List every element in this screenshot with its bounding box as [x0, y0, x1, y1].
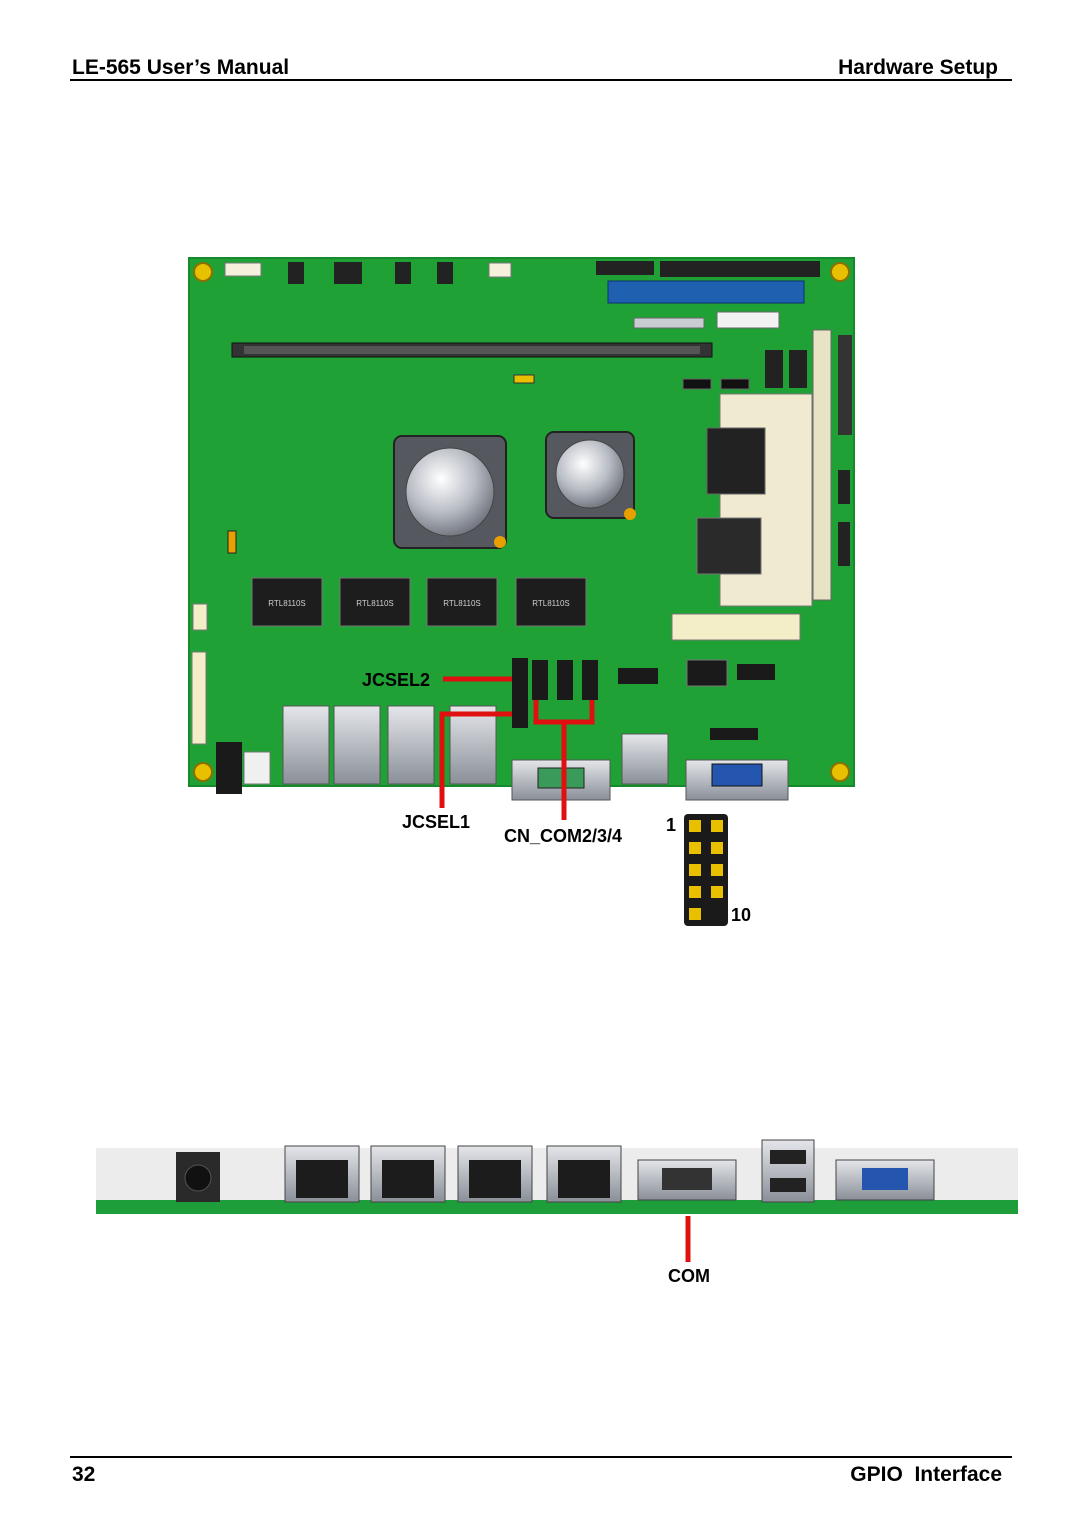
- section-title: Hardware Setup: [838, 56, 998, 79]
- callout-lines: [439, 676, 691, 1262]
- rear-panel: [96, 1139, 1018, 1214]
- nic-chips: [251, 577, 587, 627]
- com-label: COM: [668, 1266, 710, 1286]
- page-number: 32: [72, 1463, 96, 1486]
- mounting-holes: [193, 262, 850, 782]
- jcsel2-label: JCSEL2: [362, 670, 431, 690]
- footer-rule: [70, 1456, 1012, 1458]
- footer-section: GPIO Interface: [850, 1463, 1002, 1486]
- manual-title: LE-565 User’s Manual: [72, 56, 290, 79]
- chip-label: RTL8110S: [443, 599, 481, 608]
- pin-1-label: 1: [666, 815, 677, 835]
- cn-com-label: CN_COM2/3/4: [504, 826, 623, 846]
- pin-header-diagram: [684, 814, 728, 926]
- chip-label: RTL8110S: [268, 599, 306, 608]
- header-rule: [70, 79, 1012, 81]
- chip-label: RTL8110S: [356, 599, 394, 608]
- pin-10-label: 10: [731, 905, 752, 925]
- jcsel1-label: JCSEL1: [402, 812, 471, 832]
- chip-label: RTL8110S: [532, 599, 570, 608]
